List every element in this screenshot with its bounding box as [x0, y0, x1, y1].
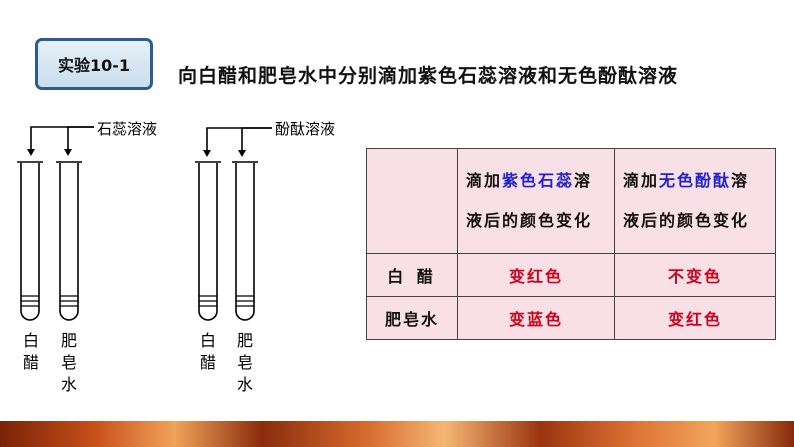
tube-label: 白 醋 [22, 331, 39, 372]
litmus-result: 变红色 [457, 253, 615, 297]
phenolphthalein-highlight: 无色酚酞 [659, 171, 732, 190]
phenolphthalein-column-header: 滴加无色酚酞溶液后的颜色变化 [614, 148, 776, 254]
table-row: 肥皂水 变蓝色 变红色 [366, 296, 776, 340]
test-tube-white-vinegar-1 [17, 161, 43, 321]
phenolphthalein-result: 变红色 [614, 296, 776, 340]
experiment-heading: 向白醋和肥皂水中分别滴加紫色石蕊溶液和无色酚酞溶液 [178, 65, 679, 87]
dropper-arrow-left-1 [30, 126, 94, 149]
tube-label: 肥 皂 水 [236, 331, 253, 394]
litmus-result: 变蓝色 [457, 296, 615, 340]
litmus-highlight: 紫色石蕊 [502, 171, 575, 190]
test-tube-soap-water-1 [56, 161, 82, 321]
experiment-label: 实验10-1 [35, 38, 153, 90]
phenolphthalein-result: 不变色 [614, 253, 776, 297]
litmus-reagent-label: 石蕊溶液 [97, 120, 158, 138]
row-label: 白 醋 [366, 253, 458, 297]
litmus-column-header: 滴加紫色石蕊溶液后的颜色变化 [457, 148, 615, 254]
test-tube-soap-water-2 [232, 161, 258, 321]
decorative-bottom-bar [0, 421, 794, 447]
row-label: 肥皂水 [366, 296, 458, 340]
tube-label: 肥 皂 水 [60, 331, 77, 394]
empty-corner-cell [366, 148, 458, 254]
phenolphthalein-reagent-label: 酚酞溶液 [275, 120, 336, 138]
dropper-arrow-right-2 [241, 127, 272, 150]
dropper-arrow-left-2 [67, 126, 94, 149]
dropper-arrow-right-1 [206, 127, 272, 150]
results-table: 滴加紫色石蕊溶液后的颜色变化 滴加无色酚酞溶液后的颜色变化 白 醋 变红色 不变… [366, 148, 776, 340]
test-tube-white-vinegar-2 [195, 161, 221, 321]
table-header-row: 滴加紫色石蕊溶液后的颜色变化 滴加无色酚酞溶液后的颜色变化 [366, 148, 776, 254]
tube-label: 白 醋 [199, 331, 216, 372]
table-row: 白 醋 变红色 不变色 [366, 253, 776, 297]
